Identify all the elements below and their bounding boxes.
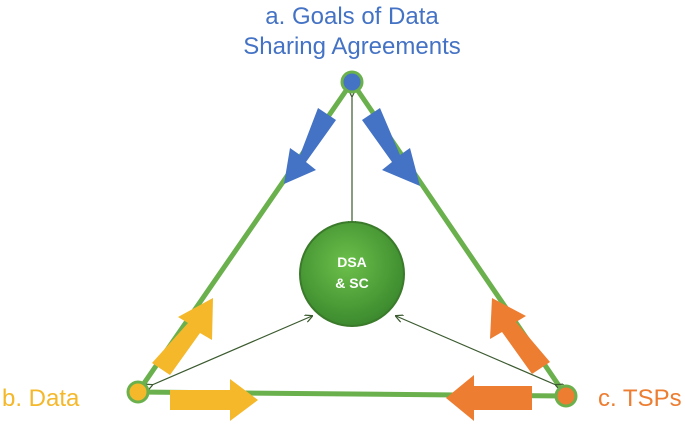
label-data: b. Data (2, 385, 80, 412)
center-label-line2: & SC (335, 275, 369, 291)
connector-data-center (152, 316, 312, 385)
goals-arrow-right (362, 108, 420, 186)
goals-vertex-dot (340, 70, 364, 94)
goals-arrow-left (284, 108, 336, 184)
center-label-line1: DSA (337, 254, 367, 270)
label-goals-line1: a. Goals of Data (265, 3, 439, 30)
data-arrow-right (170, 379, 258, 421)
triangle-outline (135, 79, 569, 399)
tsps-arrow-up (490, 298, 550, 374)
center-label: DSA & SC (296, 252, 408, 294)
data-vertex-dot (126, 380, 150, 404)
center-circle (299, 221, 405, 327)
connector-tsps-center (396, 316, 556, 385)
tsps-vertex-dot (554, 384, 578, 408)
tsps-arrow-left (446, 375, 532, 421)
data-arrow-up (152, 298, 213, 375)
label-goals-line2: Sharing Agreements (243, 33, 461, 60)
label-tsps: c. TSPs (598, 385, 682, 412)
label-goals: a. Goals of Data Sharing Agreements (192, 2, 512, 62)
